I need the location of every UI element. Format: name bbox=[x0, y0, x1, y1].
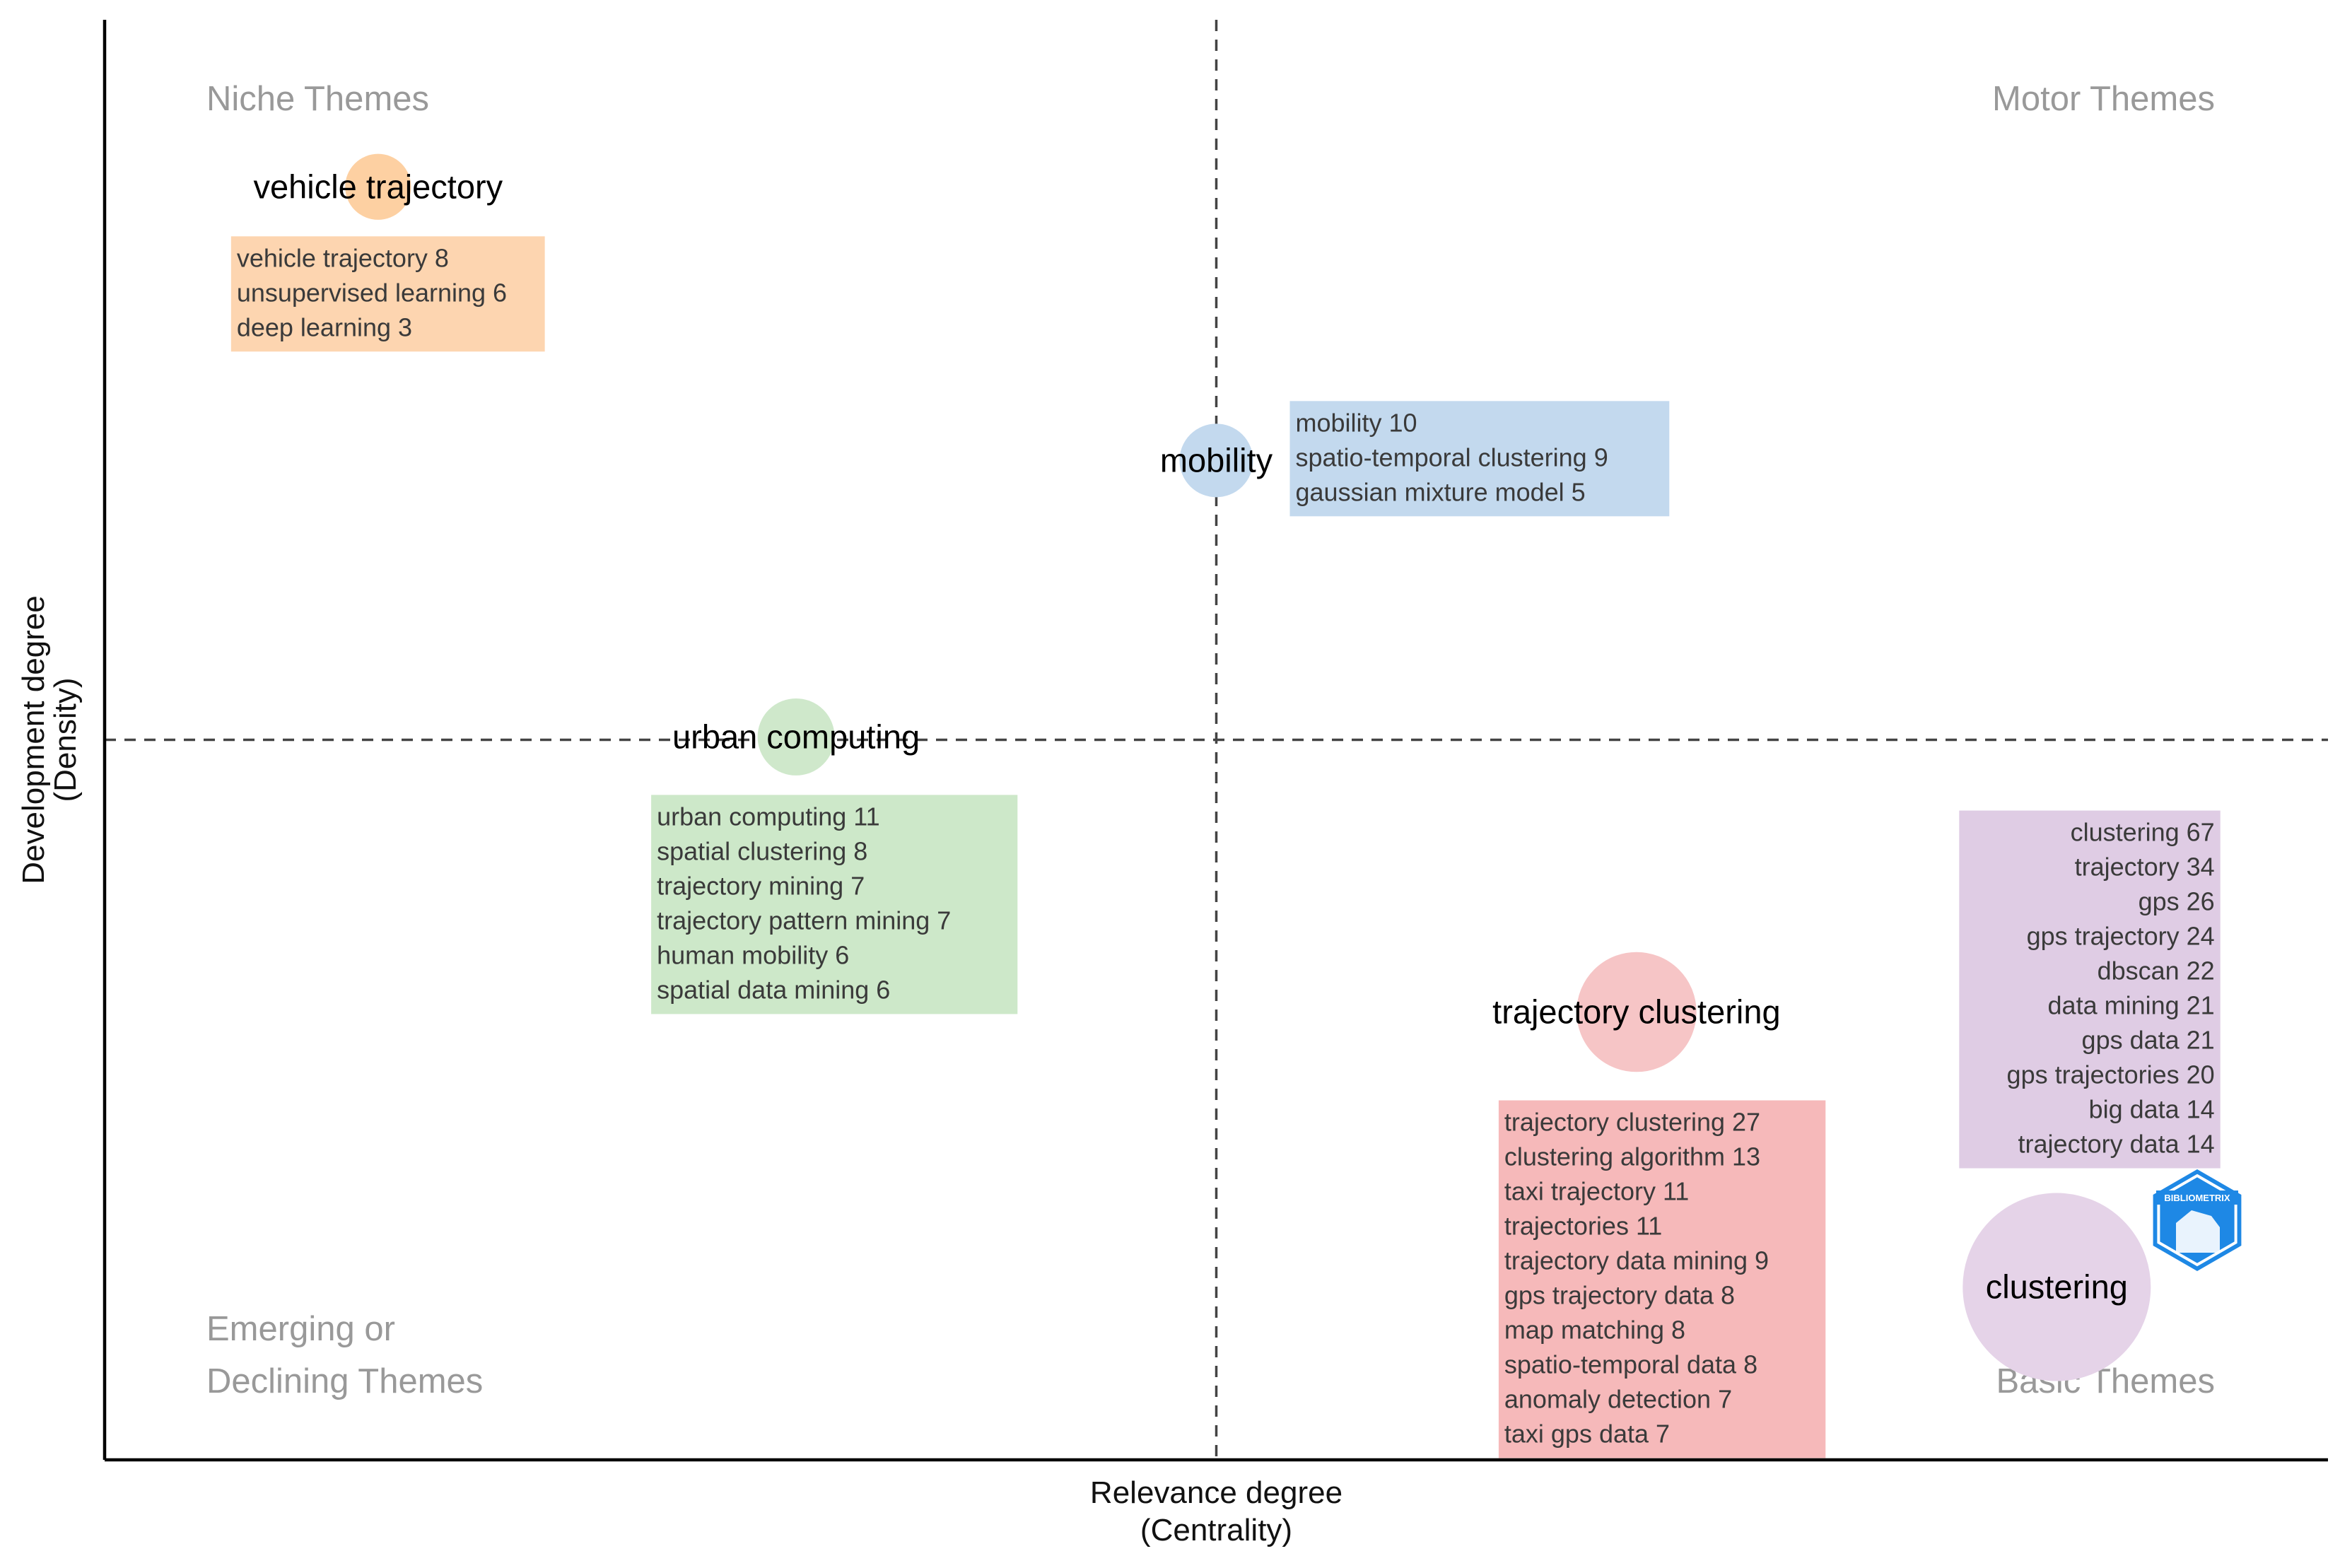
y-axis-title: (Density) bbox=[48, 677, 83, 802]
keyword-label: trajectory pattern mining 7 bbox=[657, 906, 951, 935]
theme-label: trajectory clustering bbox=[1492, 993, 1781, 1030]
keyword-label: trajectory clustering 27 bbox=[1504, 1107, 1760, 1136]
keyword-box bbox=[1498, 1100, 1826, 1458]
keyword-label: taxi gps data 7 bbox=[1504, 1419, 1670, 1448]
axis-titles: Relevance degree(Centrality) Development … bbox=[16, 595, 1342, 1547]
keyword-label: unsupervised learning 6 bbox=[237, 278, 507, 307]
keyword-label: clustering 67 bbox=[2071, 818, 2215, 847]
quadrant-label-bottom-left: Emerging or bbox=[206, 1310, 395, 1348]
theme-bubble bbox=[345, 153, 411, 220]
quadrant-label-top-right: Motor Themes bbox=[1992, 80, 2215, 118]
x-axis-title: Relevance degree bbox=[1090, 1475, 1342, 1510]
quadrant-divider-lines bbox=[105, 20, 2328, 1460]
theme-label: urban computing bbox=[672, 718, 920, 755]
keyword-label: map matching 8 bbox=[1504, 1315, 1685, 1344]
keyword-label: vehicle trajectory 8 bbox=[237, 243, 449, 272]
theme-mobility: mobility 10 spatio-temporal clustering 9 g… bbox=[1160, 401, 1670, 517]
keyword-label: spatio-temporal data 8 bbox=[1504, 1350, 1757, 1379]
keyword-box bbox=[230, 236, 545, 352]
keyword-box bbox=[651, 795, 1018, 1014]
keyword-label: gaussian mixture model 5 bbox=[1296, 477, 1586, 506]
keyword-label: spatial clustering 8 bbox=[657, 836, 867, 865]
keyword-label: taxi trajectory 11 bbox=[1504, 1176, 1689, 1205]
x-axis-title: (Centrality) bbox=[1140, 1513, 1292, 1547]
bibliometrix-logo: BIBLIOMETRIX bbox=[2153, 1169, 2242, 1271]
keyword-label: gps trajectories 20 bbox=[2007, 1060, 2215, 1089]
keyword-label: mobility 10 bbox=[1296, 408, 1417, 437]
keyword-label: gps trajectory 24 bbox=[2027, 922, 2215, 951]
y-axis-title: Development degree bbox=[16, 595, 51, 884]
theme-label: vehicle trajectory bbox=[254, 168, 503, 205]
theme-clustering: clustering 67 trajectory 34 gps 26 gps traj… bbox=[1959, 810, 2221, 1381]
theme-vehicle-trajectory: vehicle trajectory 8 unsupervised learnin… bbox=[230, 153, 545, 352]
keyword-label: trajectory data mining 9 bbox=[1504, 1246, 1769, 1275]
keyword-label: spatial data mining 6 bbox=[657, 975, 890, 1004]
keyword-label: data mining 21 bbox=[2048, 991, 2215, 1020]
keyword-label: gps trajectory data 8 bbox=[1504, 1280, 1735, 1309]
theme-label: mobility bbox=[1160, 441, 1273, 479]
axes bbox=[103, 20, 2328, 1462]
quadrant-label-bottom-left: Declining Themes bbox=[206, 1362, 483, 1400]
theme-urban-computing: urban computing 11 spatial clustering 8 tr… bbox=[651, 698, 1018, 1014]
keyword-label: dbscan 22 bbox=[2098, 956, 2215, 985]
logo-text: BIBLIOMETRIX bbox=[2164, 1193, 2230, 1203]
keyword-label: trajectories 11 bbox=[1504, 1211, 1662, 1240]
keyword-label: gps data 21 bbox=[2082, 1026, 2215, 1055]
theme-bubbles: vehicle trajectory 8 unsupervised learnin… bbox=[230, 153, 2221, 1458]
keyword-label: trajectory data 14 bbox=[2018, 1130, 2215, 1159]
keyword-box bbox=[1959, 810, 2221, 1169]
theme-bubble bbox=[1962, 1193, 2151, 1381]
keyword-label: deep learning 3 bbox=[237, 312, 412, 341]
logo-figure bbox=[2176, 1210, 2220, 1253]
theme-label: clustering bbox=[1986, 1268, 2128, 1306]
keyword-label: clustering algorithm 13 bbox=[1504, 1142, 1760, 1171]
keyword-label: human mobility 6 bbox=[657, 940, 849, 969]
quadrant-label-top-left: Niche Themes bbox=[206, 80, 429, 118]
theme-bubble bbox=[1576, 952, 1697, 1072]
keyword-label: trajectory 34 bbox=[2075, 853, 2215, 882]
keyword-label: gps 26 bbox=[2139, 887, 2215, 916]
keyword-label: urban computing 11 bbox=[657, 802, 880, 831]
theme-bubble bbox=[1179, 423, 1253, 498]
keyword-label: big data 14 bbox=[2089, 1095, 2215, 1124]
theme-trajectory-clustering: trajectory clustering 27 clustering algor… bbox=[1492, 952, 1826, 1458]
keyword-box bbox=[1289, 401, 1670, 517]
theme-bubble bbox=[757, 698, 835, 776]
logo-banner bbox=[2156, 1190, 2238, 1205]
keyword-label: trajectory mining 7 bbox=[657, 871, 865, 900]
keyword-label: spatio-temporal clustering 9 bbox=[1296, 443, 1608, 472]
keyword-label: anomaly detection 7 bbox=[1504, 1384, 1732, 1413]
